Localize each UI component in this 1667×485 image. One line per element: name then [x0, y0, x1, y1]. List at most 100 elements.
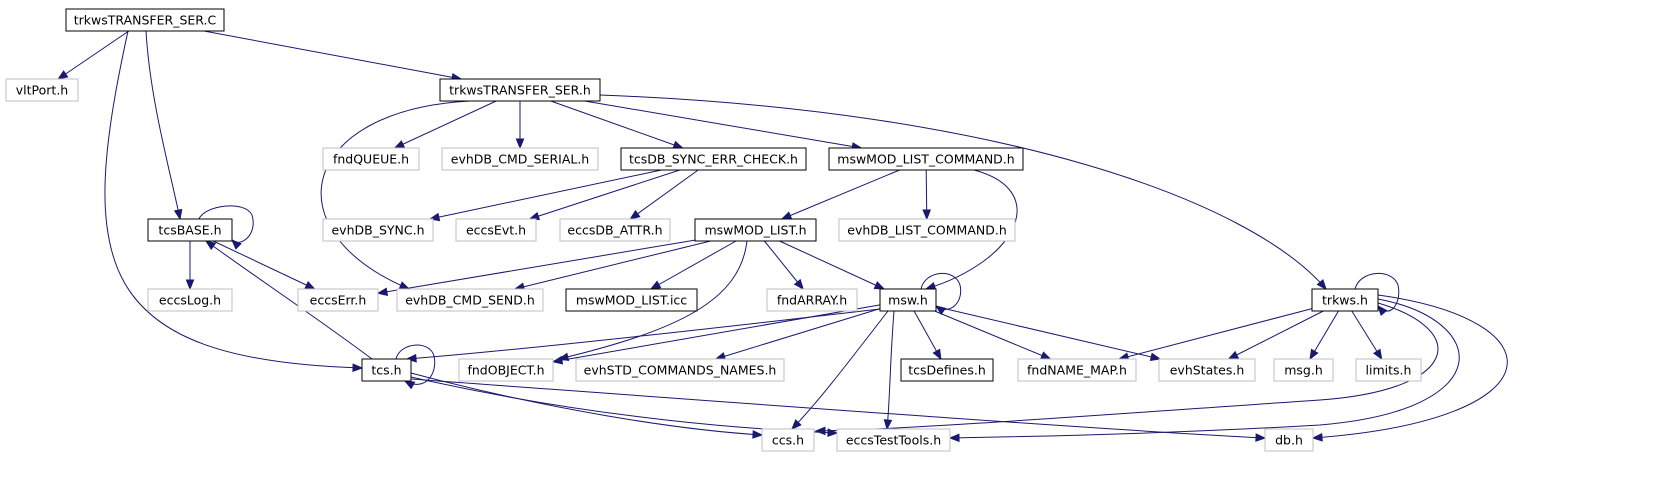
- arrowhead-icon: [1039, 351, 1052, 360]
- node-box: [766, 288, 858, 312]
- edge-msw-to-ccs: [791, 310, 889, 430]
- arrowhead-icon: [827, 428, 839, 437]
- node-box: [620, 147, 807, 171]
- edge-tcssync-to-evhsync: [428, 169, 662, 222]
- node-fndname: fndNAME_MAP.h: [1017, 358, 1137, 382]
- arrowhead-icon: [173, 208, 183, 221]
- node-mswmodicc[interactable]: mswMOD_LIST.icc: [565, 288, 698, 312]
- node-box: [694, 218, 817, 242]
- arrowhead-icon: [1309, 348, 1319, 361]
- edge-tcsbase-to-eccslog: [185, 240, 195, 291]
- edge-msw-to-eccstest: [883, 310, 895, 431]
- edge-line: [406, 308, 881, 360]
- node-label: msw.h: [888, 293, 928, 308]
- edge-root-to-tcs: [104, 30, 364, 373]
- node-fndqueue: fndQUEUE.h: [322, 147, 420, 171]
- edge-line: [552, 304, 881, 363]
- node-box: [297, 288, 379, 312]
- node-eccslog: eccsLog.h: [147, 288, 233, 312]
- node-ccs: ccs.h: [761, 428, 815, 452]
- node-box: [1158, 358, 1256, 382]
- edge-msw-to-fndname: [934, 310, 1052, 360]
- arrowhead-icon: [780, 211, 793, 220]
- edge-trkws-to-msg: [1309, 310, 1339, 361]
- edge-tcsbase-to-tcsbase: [198, 205, 254, 250]
- node-label: msg.h: [1284, 363, 1323, 378]
- edge-line: [410, 372, 763, 436]
- arrowhead-icon: [403, 380, 416, 390]
- edge-line: [1118, 308, 1313, 360]
- edge-root-to-trkser: [203, 30, 463, 82]
- edge-msw-to-tcsdefines: [913, 310, 942, 361]
- node-label: tcs.h: [371, 363, 401, 378]
- node-label: vltPort.h: [16, 83, 68, 98]
- arrowhead-icon: [1377, 304, 1388, 317]
- node-box: [1273, 358, 1334, 382]
- edge-tcssync-to-eccsattr: [629, 169, 699, 220]
- node-tcssync[interactable]: tcsDB_SYNC_ERR_CHECK.h: [620, 147, 807, 171]
- node-box: [65, 8, 225, 32]
- edge-line: [203, 30, 462, 80]
- node-mswmodlist[interactable]: mswMOD_LIST.h: [694, 218, 817, 242]
- edge-line: [429, 169, 662, 220]
- node-label: fndARRAY.h: [777, 293, 847, 308]
- node-box: [1355, 358, 1422, 382]
- edge-tcs-to-ccs: [410, 372, 764, 439]
- node-eccstest: eccsTestTools.h: [836, 428, 951, 452]
- edge-trkws-to-limits: [1351, 310, 1383, 361]
- edge-trkws-to-eccstest: [948, 298, 1460, 443]
- node-tcs[interactable]: tcs.h: [361, 358, 412, 382]
- node-tcsbase[interactable]: tcsBASE.h: [147, 218, 233, 242]
- node-label: tcsDefines.h: [908, 363, 986, 378]
- edge-tcssync-to-eccsevt: [528, 169, 680, 221]
- edge-line: [715, 308, 881, 360]
- edge-trkser-to-tcssync: [550, 100, 684, 149]
- arrowhead-icon: [304, 281, 316, 290]
- edge-trkser-to-mswmodcmd: [584, 100, 863, 151]
- node-limits: limits.h: [1355, 358, 1422, 382]
- node-label: evhDB_LIST_COMMAND.h: [847, 223, 1007, 238]
- edge-tcs-to-tcsbase: [204, 240, 373, 360]
- edge-line: [584, 100, 862, 149]
- node-box: [828, 147, 1024, 171]
- node-box: [322, 147, 420, 171]
- arrowhead-icon: [185, 279, 195, 291]
- edge-line: [1312, 294, 1508, 439]
- node-mswmodcmd[interactable]: mswMOD_LIST_COMMAND.h: [828, 147, 1024, 171]
- node-box: [1311, 288, 1379, 312]
- edge-line: [205, 240, 373, 360]
- node-label: fndQUEUE.h: [333, 152, 409, 167]
- node-label: ccs.h: [772, 433, 804, 448]
- node-root[interactable]: trkwsTRANSFER_SER.C: [65, 8, 225, 32]
- arrowhead-icon: [1227, 350, 1240, 360]
- edge-line: [650, 240, 737, 290]
- edge-root-to-vltport: [57, 30, 130, 80]
- node-trkser[interactable]: trkwsTRANSFER_SER.h: [439, 78, 601, 102]
- edge-line: [1354, 272, 1400, 312]
- edge-msw-to-evhstd: [714, 308, 881, 361]
- node-vltport: vltPort.h: [5, 78, 79, 102]
- node-label: trkwsTRANSFER_SER.h: [449, 83, 591, 98]
- edge-mswmodlist-to-fndarray: [764, 240, 804, 291]
- arrowhead-icon: [649, 280, 662, 290]
- edge-tcs-to-tcs: [395, 344, 436, 390]
- node-trkws[interactable]: trkws.h: [1311, 288, 1379, 312]
- node-eccsattr: eccsDB_ATTR.h: [559, 218, 671, 242]
- node-box: [565, 288, 698, 312]
- edge-line: [781, 169, 900, 220]
- edge-line: [320, 100, 471, 290]
- node-evhstates: evhStates.h: [1158, 358, 1256, 382]
- node-box: [441, 147, 599, 171]
- edge-line: [791, 310, 889, 430]
- node-msw[interactable]: msw.h: [879, 288, 937, 312]
- node-fndobject: fndOBJECT.h: [458, 358, 554, 382]
- node-label: evhDB_CMD_SEND.h: [405, 293, 535, 308]
- node-box: [147, 288, 233, 312]
- arrowhead-icon: [231, 239, 242, 250]
- node-tcsdefines[interactable]: tcsDefines.h: [900, 358, 994, 382]
- arrowhead-icon: [204, 240, 217, 251]
- arrowhead-icon: [932, 348, 942, 361]
- arrowhead-icon: [1311, 432, 1323, 442]
- node-evhlistcmd: evhDB_LIST_COMMAND.h: [838, 218, 1016, 242]
- node-label: mswMOD_LIST.h: [704, 223, 806, 238]
